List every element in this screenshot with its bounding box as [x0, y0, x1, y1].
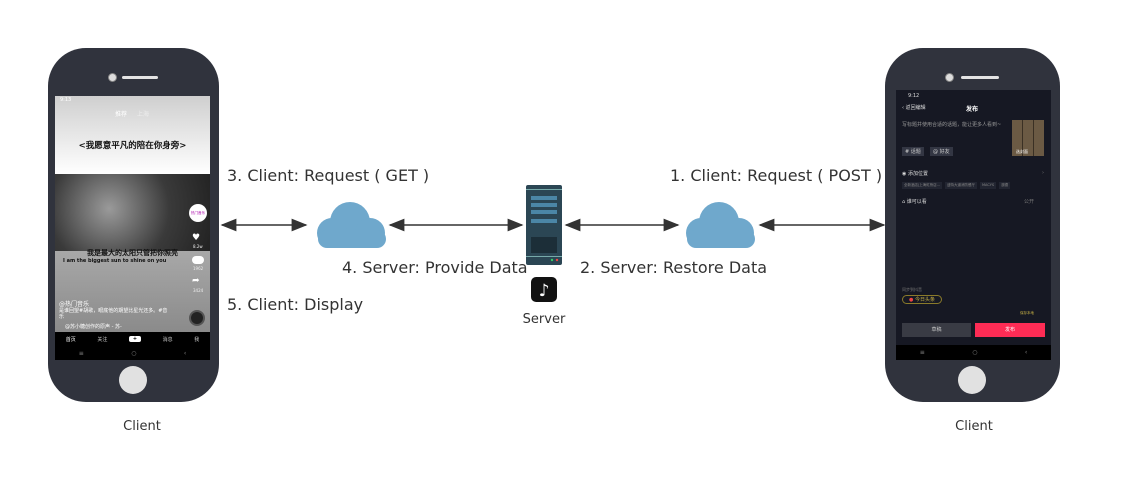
home-nav-icon[interactable]: ○	[972, 349, 978, 356]
mention-button[interactable]: @ 好友	[930, 147, 953, 156]
sync-toutiao-toggle[interactable]: ● 今日头条	[902, 295, 942, 304]
menu-nav-icon[interactable]: ≡	[78, 349, 84, 357]
nav-follow[interactable]: 关注	[97, 336, 108, 343]
speaker	[122, 76, 158, 79]
location-icon: ◉	[902, 171, 908, 177]
home-nav-icon[interactable]: ○	[131, 349, 137, 357]
video-lower	[55, 251, 210, 339]
share-icon[interactable]: ➦	[192, 276, 200, 286]
music-disc-icon[interactable]	[189, 310, 205, 326]
back-button[interactable]: ‹ 返回编辑	[902, 104, 926, 111]
back-nav-icon[interactable]: ‹	[1024, 349, 1028, 356]
left-phone-screen: 9:13 推荐 上海 <我愿意平凡的陪在你身旁> 我是最大的太阳只管把你照亮 I…	[55, 96, 210, 360]
toutiao-icon: ●	[909, 297, 915, 303]
chevron-right-icon: ›	[1042, 170, 1044, 176]
cover-thumbnail[interactable]	[1012, 120, 1044, 156]
step-2-label: 2. Server: Restore Data	[580, 258, 768, 277]
share-count: 3424	[193, 288, 204, 293]
nav-me[interactable]: 我	[194, 336, 200, 343]
draft-label: 草稿	[931, 327, 942, 333]
cloud-icon-left	[317, 202, 386, 248]
save-local-toggle[interactable]: 保存本地	[1020, 311, 1034, 315]
page-title: 发布	[966, 106, 979, 113]
draft-button[interactable]: 草稿	[902, 323, 971, 337]
back-label: 返回编辑	[905, 105, 926, 111]
status-time: 9:13	[60, 97, 72, 103]
heart-icon[interactable]: ♥	[192, 233, 201, 243]
back-nav-icon[interactable]: ‹	[183, 349, 187, 357]
subtitle-cn: 我是最大的太阳只管把你照亮	[87, 249, 178, 257]
visibility-value: 公开	[1024, 199, 1035, 205]
location-chip[interactable]: MACYS	[980, 182, 997, 189]
status-time: 9:12	[908, 93, 920, 99]
banner-text: <我愿意平凡的陪在你身旁>	[78, 141, 187, 151]
sync-app-label: 今日头条	[914, 297, 935, 303]
lock-icon: ⌂	[902, 199, 907, 205]
topic-button[interactable]: # 话题	[902, 147, 924, 156]
step-4-label: 4. Server: Provide Data	[342, 258, 528, 277]
nav-messages[interactable]: 消息	[162, 336, 173, 343]
left-client-caption: Client	[123, 419, 161, 434]
subtitle-en: I am the biggest sun to shine on you	[63, 258, 167, 264]
author-name[interactable]: @热门音乐	[59, 301, 90, 308]
right-client-phone: 9:12 ‹ 返回编辑 发布 写标题并使用合适的话题，能让更多人看到~ 选封面 …	[885, 48, 1060, 402]
step-1-label: 1. Client: Request ( POST )	[670, 166, 883, 185]
visibility-row[interactable]: ⌂ 谁可以看	[902, 198, 927, 205]
home-button[interactable]	[119, 366, 147, 394]
sync-label: 同步到抖音	[902, 287, 922, 292]
location-label: 添加位置	[907, 171, 928, 177]
tab-local[interactable]: 上海	[137, 111, 150, 118]
author-avatar[interactable]: 热门音乐	[189, 204, 207, 222]
svg-text:♪: ♪	[539, 281, 550, 301]
title-input[interactable]: 写标题并使用合适的话题，能让更多人看到~	[902, 122, 1002, 128]
publish-button[interactable]: 发布	[975, 323, 1045, 337]
chevron-left-icon: ‹	[902, 105, 906, 111]
home-button[interactable]	[958, 366, 986, 394]
right-phone-screen: 9:12 ‹ 返回编辑 发布 写标题并使用合适的话题，能让更多人看到~ 选封面 …	[896, 90, 1051, 360]
step-5-label: 5. Client: Display	[227, 295, 364, 314]
cover-label: 选封面	[1016, 149, 1028, 154]
location-chip[interactable]: 澳德	[999, 182, 1011, 189]
banner-area	[55, 96, 210, 174]
location-chip[interactable]: 全新酒店|上海虹桥店...	[902, 182, 943, 189]
location-chip[interactable]: 迪特大道消防餐厅	[945, 182, 978, 189]
nav-home[interactable]: 首页	[65, 336, 76, 343]
location-row[interactable]: ◉ 添加位置	[902, 170, 928, 177]
comment-icon[interactable]	[192, 256, 204, 264]
right-client-caption: Client	[955, 419, 993, 434]
like-count: 8.2w	[193, 244, 203, 249]
left-client-phone: 9:13 推荐 上海 <我愿意平凡的陪在你身旁> 我是最大的太阳只管把你照亮 I…	[48, 48, 219, 402]
cloud-icon-right	[686, 202, 755, 248]
video-frame	[55, 174, 210, 251]
server-caption: Server	[522, 312, 566, 327]
music-info[interactable]: @苏小糖创作的原声 - 苏-	[65, 324, 122, 330]
tiktok-logo-icon: ♪	[531, 277, 557, 302]
nav-create-button[interactable]: +	[128, 336, 142, 342]
location-chips: 全新酒店|上海虹桥店... 迪特大道消防餐厅 MACYS 澳德	[902, 182, 1011, 189]
menu-nav-icon[interactable]: ≡	[919, 349, 925, 356]
speaker	[961, 76, 999, 79]
server-icon	[526, 185, 562, 265]
camera-icon	[945, 73, 954, 82]
tab-recommend[interactable]: 推荐	[115, 111, 128, 118]
visibility-label: 谁可以看	[906, 199, 927, 205]
video-caption: 是谁回望#胡歌，眼底他的期望比星光还多。#音乐	[59, 308, 168, 320]
comment-count: 1962	[193, 266, 204, 271]
camera-icon	[108, 73, 117, 82]
publish-label: 发布	[1004, 327, 1015, 333]
step-3-label: 3. Client: Request ( GET )	[227, 166, 430, 185]
